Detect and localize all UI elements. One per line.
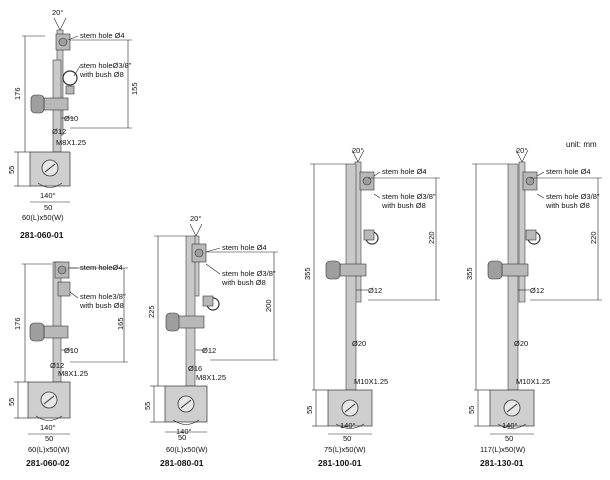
model-code: 281-060-01 <box>20 230 64 240</box>
base-width-label: 50 <box>343 434 351 443</box>
dim-reach-label: 220 <box>589 231 598 244</box>
stem-hole-label: stem hole Ø3/8" <box>222 269 276 278</box>
stand-281-060-02: stem holeØ4 stem hole3/8" with bush Ø8 1… <box>7 261 128 468</box>
bush-label: with bush Ø8 <box>545 201 590 210</box>
dim-total-label: 355 <box>465 267 474 280</box>
unit-label: unit: mm <box>566 140 597 149</box>
rod-diameter-label: Ø12 <box>202 346 216 355</box>
rod-diameter-label: Ø16 <box>188 364 202 373</box>
rod-diameter-label: Ø12 <box>530 286 544 295</box>
base-size-label: 60(L)x50(W) <box>28 445 70 454</box>
base-size-label: 75(L)x50(W) <box>324 445 366 454</box>
stand-281-130-01: 20° stem hole Ø4 stem hole Ø3/8" with bu… <box>465 146 602 468</box>
rod-diameter-label: Ø20 <box>352 339 366 348</box>
base-angle-label: 140° <box>340 421 356 430</box>
thread-label: M8X1.25 <box>56 138 86 147</box>
model-code: 281-130-01 <box>480 458 524 468</box>
model-code: 281-060-02 <box>26 458 70 468</box>
stem-hole-label: stem hole Ø3/8" <box>382 192 436 201</box>
base-angle-label: 140° <box>40 423 56 432</box>
stand-281-060-01: 20° stem hole Ø4 stem holeØ3/8" with bus… <box>7 8 139 240</box>
dim-total-label: 225 <box>147 305 156 318</box>
base-height-label: 55 <box>143 402 152 410</box>
bush-label: with bush Ø8 <box>79 70 124 79</box>
angle-top-label: 20° <box>52 8 63 17</box>
stem-hole-label: stem holeØ4 <box>80 263 123 272</box>
rod-diameter-label: Ø12 <box>52 127 66 136</box>
base-height-label: 55 <box>305 406 314 414</box>
base-size-label: 117(L)x50(W) <box>480 445 526 454</box>
stand-281-100-01: 20° stem hole Ø4 stem hole Ø3/8" with bu… <box>303 146 440 468</box>
rod-diameter-label: Ø12 <box>50 361 64 370</box>
stem-hole-label: stem hole Ø4 <box>382 167 427 176</box>
base-height-label: 55 <box>467 406 476 414</box>
stem-hole-label: stem holeØ3/8" <box>80 61 132 70</box>
stem-hole-label: stem hole3/8" <box>80 292 126 301</box>
base-width-label: 50 <box>45 434 53 443</box>
main-rod <box>345 163 357 391</box>
dim-reach-label: 155 <box>130 82 139 95</box>
base-angle-label: 140° <box>502 421 518 430</box>
base-width-label: 50 <box>44 203 52 212</box>
angle-top-label: 20° <box>190 214 201 223</box>
bush-label: with bush Ø8 <box>221 278 266 287</box>
dim-total-label: 176 <box>13 87 22 100</box>
thread-label: M10X1.25 <box>354 377 388 386</box>
thread-label: M8X1.25 <box>196 373 226 382</box>
thread-label: M8X1.25 <box>58 369 88 378</box>
base-width-label: 50 <box>178 433 186 442</box>
stem-hole-label: stem hole Ø4 <box>80 31 125 40</box>
dim-reach-label: 220 <box>427 231 436 244</box>
base-size-label: 60(L)x50(W) <box>22 213 64 222</box>
base-height-label: 55 <box>7 166 16 174</box>
stand-281-080-01: 20° stem hole Ø4 stem hole Ø3/8" with bu… <box>143 214 278 468</box>
base-size-label: 60(L)x50(W) <box>166 445 208 454</box>
base-width-label: 50 <box>505 434 513 443</box>
dim-reach-label: 200 <box>264 299 273 312</box>
rod-diameter-label: Ø10 <box>64 346 78 355</box>
angle-top-label: 20° <box>516 146 527 155</box>
rod-diameter-label: Ø20 <box>514 339 528 348</box>
bush-label: with bush Ø8 <box>79 301 124 310</box>
rod-diameter-label: Ø12 <box>368 286 382 295</box>
model-code: 281-080-01 <box>160 458 204 468</box>
thread-label: M10X1.25 <box>516 377 550 386</box>
rod-diameter-label: Ø10 <box>64 114 78 123</box>
dim-reach-label: 165 <box>116 317 125 330</box>
angle-top-label: 20° <box>352 146 363 155</box>
stem-hole-label: stem hole Ø3/8" <box>546 192 600 201</box>
stem-hole-label: stem hole Ø4 <box>222 243 267 252</box>
model-code: 281-100-01 <box>318 458 362 468</box>
stem-hole-label: stem hole Ø4 <box>546 167 591 176</box>
base-height-label: 55 <box>7 398 16 406</box>
main-rod <box>507 163 519 391</box>
base-angle-label: 140° <box>40 191 56 200</box>
bush-label: with bush Ø8 <box>381 201 426 210</box>
dim-total-label: 176 <box>13 317 22 330</box>
base-angle-label: 140° <box>176 427 192 436</box>
dim-total-label: 355 <box>303 267 312 280</box>
